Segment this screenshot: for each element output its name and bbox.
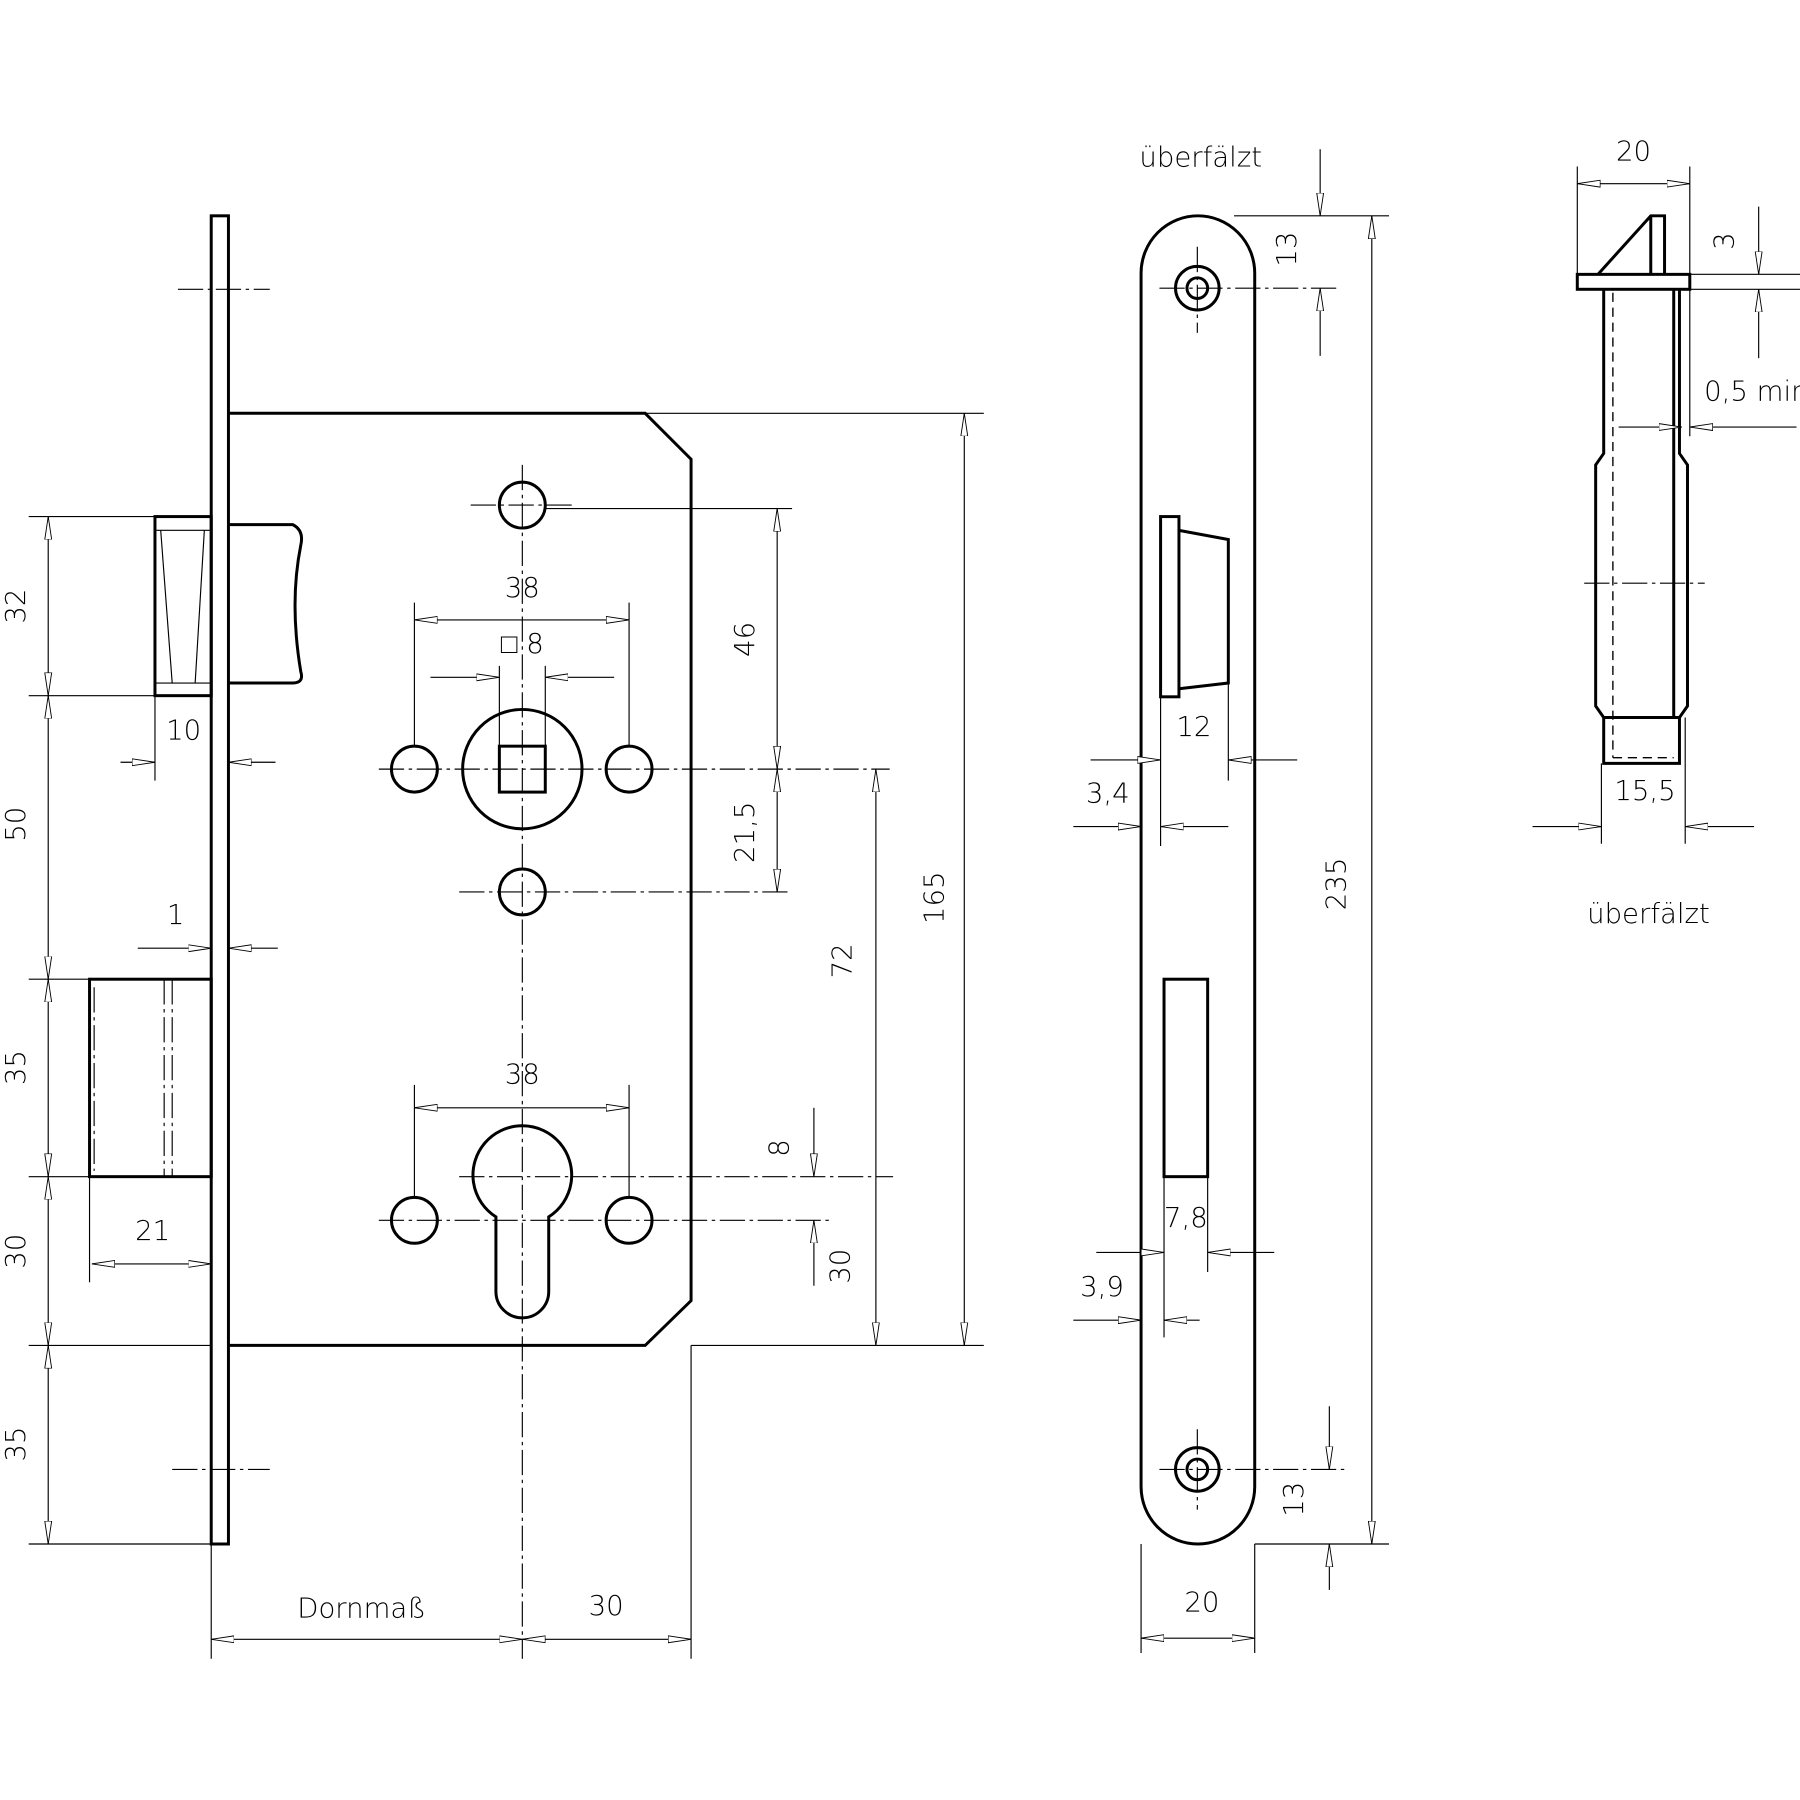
- dim-3-9: 3,9: [1080, 1271, 1124, 1303]
- dim-38-bottom: 38: [505, 1059, 540, 1091]
- dim-square-8: □ 8: [501, 628, 544, 660]
- dim-235: 235: [1320, 858, 1352, 911]
- dim-3: 3: [1708, 232, 1740, 250]
- dead-bolt: [88, 977, 213, 1179]
- faceplate-front: [1139, 214, 1257, 1546]
- section-view: 20 3 0,5 min 15,5 überfälzt: [1532, 136, 1800, 930]
- overlap-label-bottom: überfälzt: [1587, 898, 1710, 930]
- dim-46: 46: [729, 622, 761, 657]
- dim-35-bottom: 35: [0, 1427, 32, 1462]
- dim-165: 165: [919, 871, 951, 924]
- dim-7-8: 7,8: [1164, 1202, 1208, 1234]
- dim-50: 50: [0, 807, 32, 842]
- bolt-opening: [1162, 977, 1210, 1179]
- dim-13-bottom: 13: [1278, 1482, 1310, 1517]
- cylinder-cutout: [471, 1124, 574, 1320]
- latch-opening: [1159, 515, 1181, 699]
- overlap-label-top: überfälzt: [1139, 141, 1262, 173]
- dim-13-top: 13: [1271, 232, 1303, 267]
- dim-30-cyl: 30: [824, 1249, 856, 1284]
- dim-20-section: 20: [1616, 136, 1651, 168]
- dim-20-side: 20: [1184, 1587, 1219, 1619]
- dim-8: 8: [764, 1139, 796, 1157]
- dim-30-case: 30: [589, 1590, 624, 1622]
- dim-1: 1: [167, 899, 185, 931]
- dim-10: 10: [166, 714, 201, 746]
- dim-38-top: 38: [505, 572, 540, 604]
- dim-3-4: 3,4: [1086, 777, 1130, 809]
- front-view: 32 50 35 30 35 10 1 21 Dornmaß 30 38 □ 8…: [0, 214, 984, 1659]
- side-view: überfälzt 13 235 12 3,4 7,8 3,9 13 20: [1073, 141, 1390, 1654]
- dim-30: 30: [0, 1234, 32, 1269]
- dim-21: 21: [135, 1215, 170, 1247]
- dim-12: 12: [1176, 711, 1211, 743]
- lock-case: [228, 411, 693, 1347]
- dimension-lines: [28, 412, 984, 1659]
- faceplate-section: [1575, 272, 1692, 291]
- dim-35: 35: [0, 1050, 32, 1085]
- dim-32: 32: [0, 589, 32, 624]
- dim-0-5-min: 0,5 min: [1704, 376, 1800, 408]
- faceplate: [209, 214, 230, 1546]
- latch-bolt: [153, 515, 304, 698]
- dim-21-5: 21,5: [729, 802, 761, 863]
- centerlines: [172, 288, 894, 1659]
- dim-72: 72: [827, 943, 859, 978]
- backset-label: Dornmaß: [297, 1592, 426, 1624]
- dim-15-5: 15,5: [1614, 775, 1675, 807]
